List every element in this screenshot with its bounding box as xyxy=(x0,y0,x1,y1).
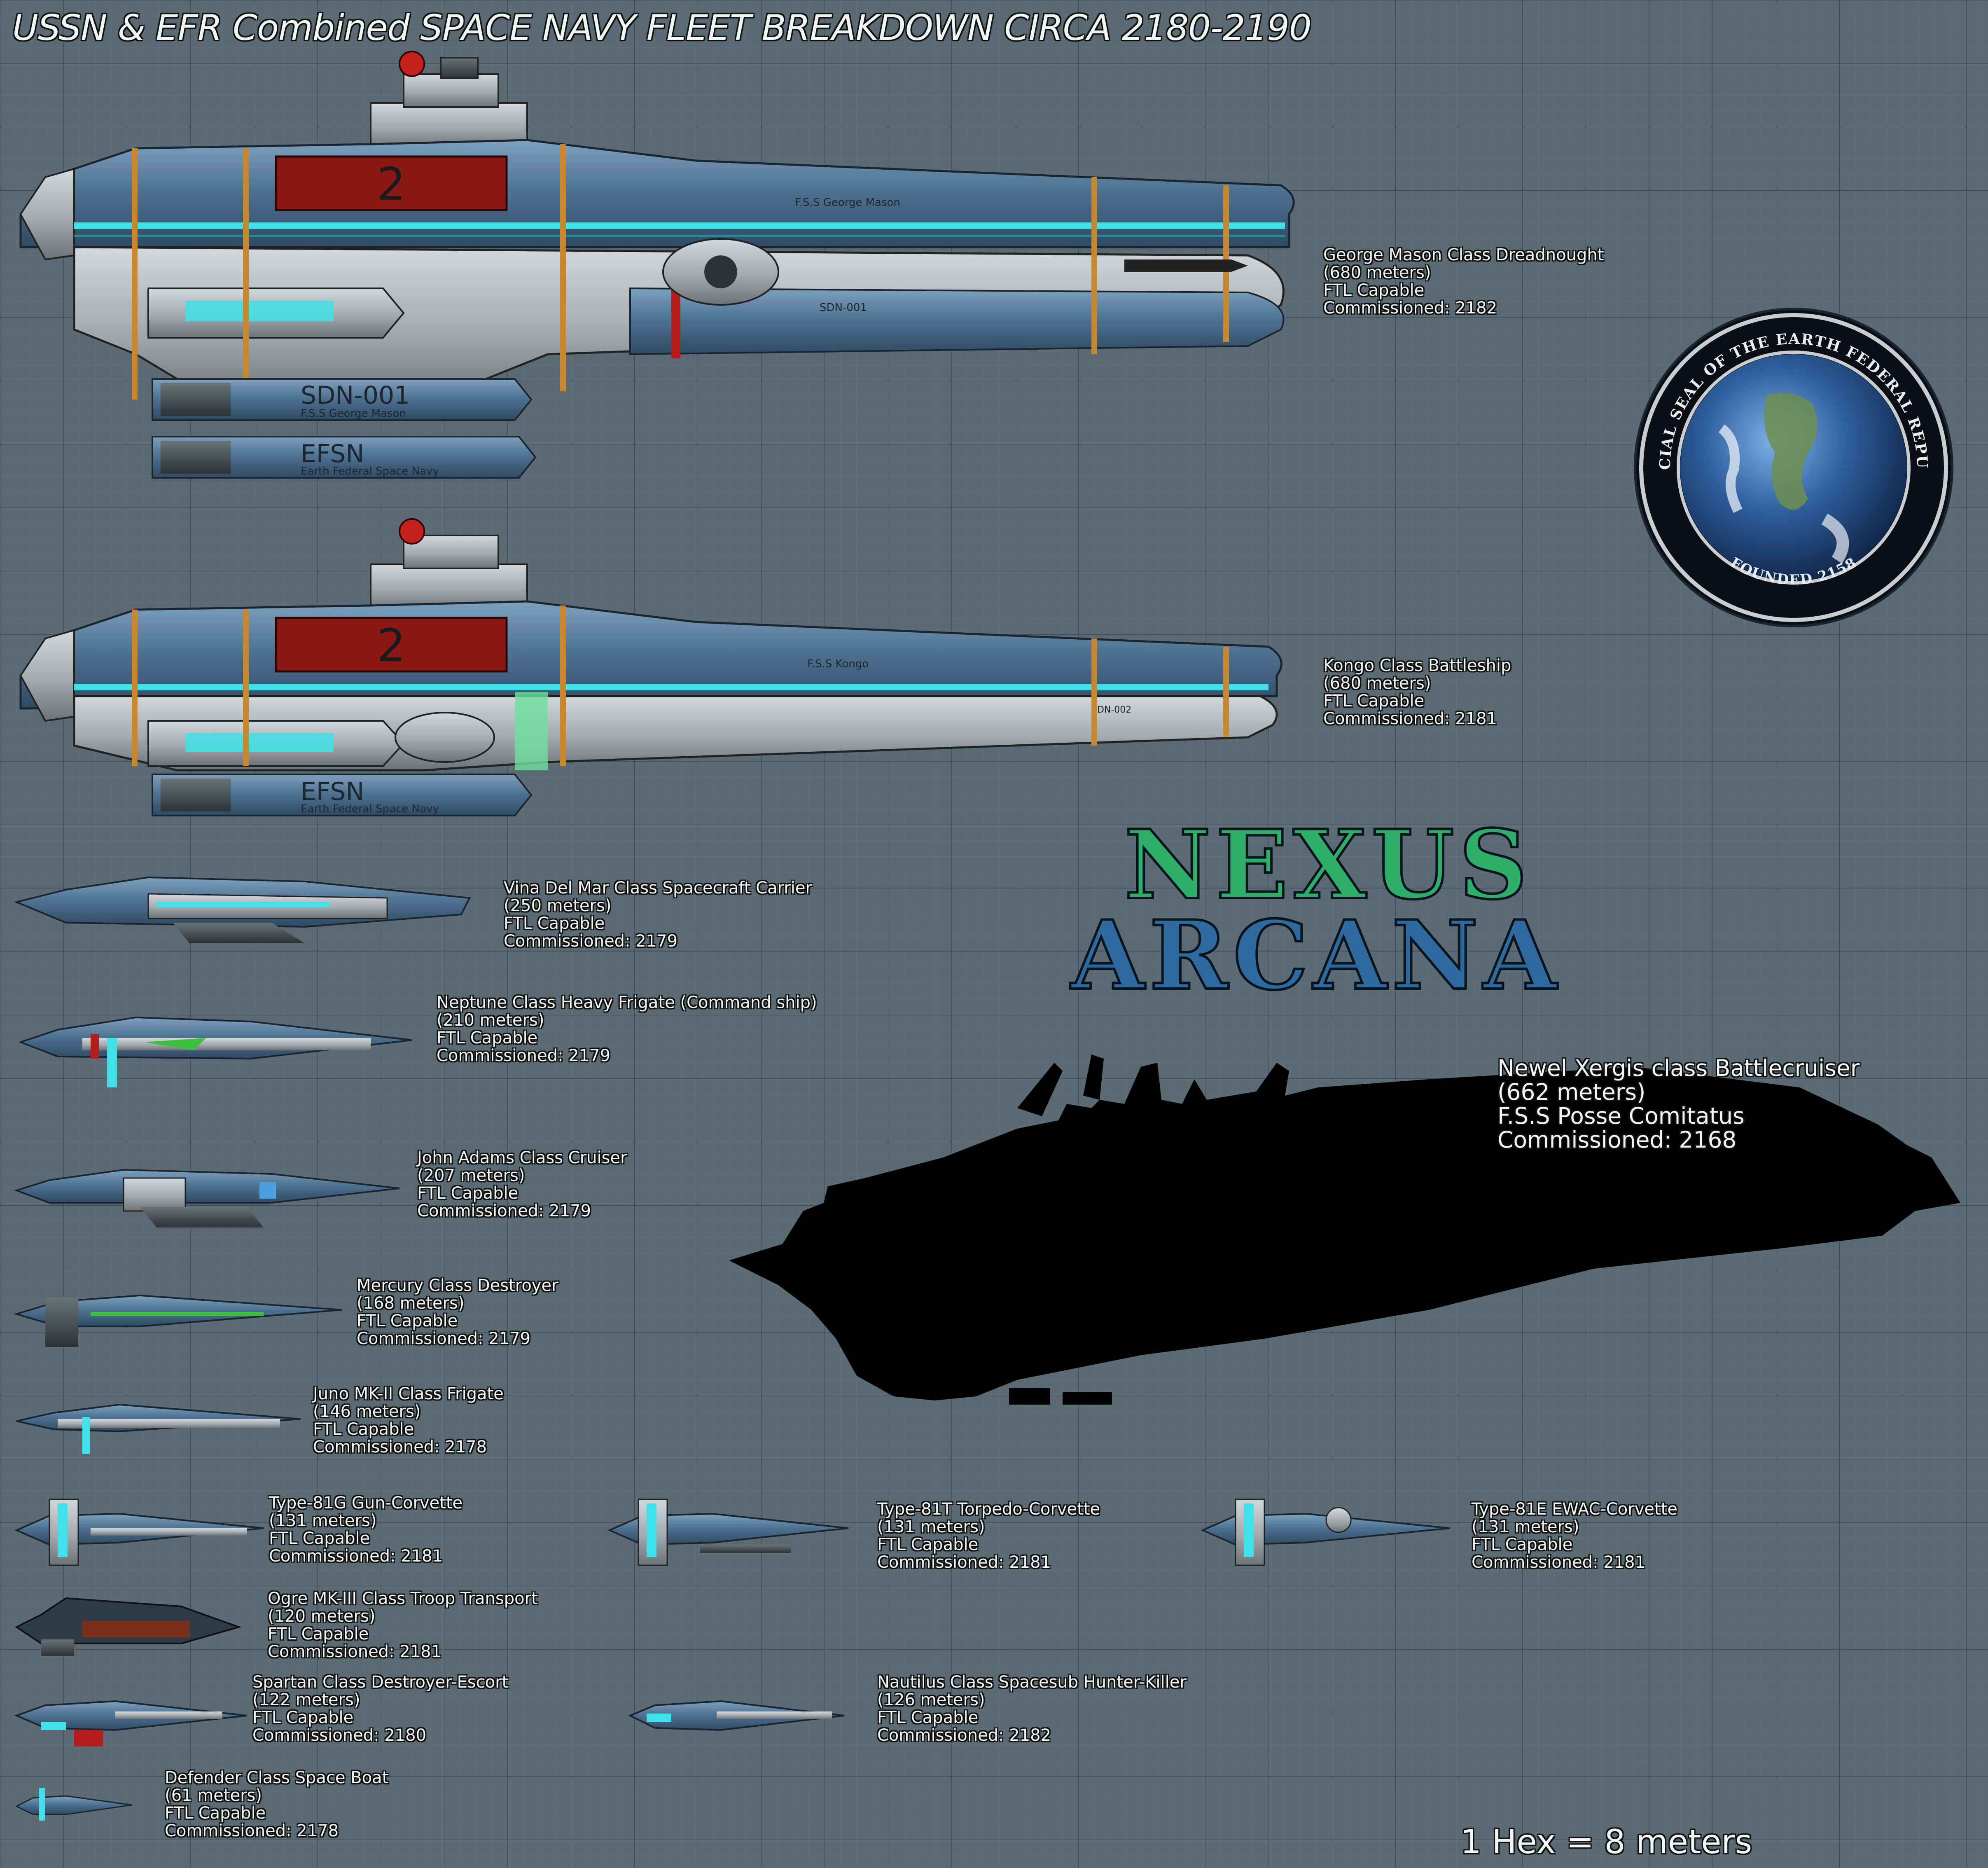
ship-type-81g-corvette xyxy=(14,1491,264,1569)
logo-nexus: NEXUS xyxy=(1123,809,1532,921)
ship-label-neptune: Neptune Class Heavy Frigate (Command shi… xyxy=(437,993,817,1065)
ship-john-adams-cruiser xyxy=(14,1137,400,1236)
kongo-name-marking: F.S.S Kongo xyxy=(807,658,869,670)
ship-label-kongo: Kongo Class Battleship(680 meters)FTL Ca… xyxy=(1323,656,1511,728)
ship-label-type-81t: Type-81T Torpedo-Corvette(131 meters)FTL… xyxy=(877,1500,1100,1572)
ship-spartan-destroyer-escort xyxy=(14,1676,248,1751)
ship-label-nautilus: Nautilus Class Spacesub Hunter-Killer(12… xyxy=(877,1673,1187,1745)
ship-label-defender: Defender Class Space Boat(61 meters)FTL … xyxy=(165,1768,389,1840)
ship-nautilus-spacesub xyxy=(628,1676,845,1751)
ship-label-spartan: Spartan Class Destroyer-Escort(122 meter… xyxy=(252,1673,509,1745)
ship-label-juno: Juno MK-II Class Frigate(146 meters)FTL … xyxy=(313,1384,504,1457)
ship-label-ogre: Ogre MK-III Class Troop Transport(120 me… xyxy=(268,1589,538,1661)
ship-label-mercury: Mercury Class Destroyer(168 meters)FTL C… xyxy=(357,1276,558,1348)
ship-neptune-heavy-frigate xyxy=(18,989,412,1096)
dreadnought-id-marking: SDN-001 xyxy=(820,302,867,314)
ship-label-newel-xergis: Newel Xergis class Battlecruiser(662 met… xyxy=(1497,1055,1860,1153)
dreadnought-pod-name-marking: F.S.S George Mason xyxy=(301,407,406,420)
dreadnought-efsn-marking: EFSN xyxy=(301,440,364,468)
ship-label-john-adams: John Adams Class Cruiser(207 meters)FTL … xyxy=(417,1148,627,1220)
ship-ogre-troop-transport xyxy=(15,1582,242,1664)
ship-george-mason-dreadnought: 2 F.S.S George Mason SDN-001 SDN-001 F.S… xyxy=(12,41,1306,519)
dreadnought-efsn-full-marking: Earth Federal Space Navy xyxy=(301,465,439,477)
battlecruiser-silhouette xyxy=(729,1054,1969,1427)
kongo-efsn-full-marking: Earth Federal Space Navy xyxy=(301,803,439,815)
ship-label-vina-del-mar: Vina Del Mar Class Spacecraft Carrier(25… xyxy=(504,879,812,951)
ship-label-george-mason: George Mason Class Dreadnought(680 meter… xyxy=(1323,245,1604,318)
ship-type-81e-corvette xyxy=(1201,1491,1450,1569)
hull-number-marking: 2 xyxy=(377,158,406,210)
logo-arcana: ARCANA xyxy=(1070,900,1562,1011)
earth-federal-seal: OFFICIAL SEAL OF THE EARTH FEDERAL REPUB… xyxy=(1624,291,1956,630)
ship-mercury-destroyer xyxy=(14,1273,342,1355)
scale-note: 1 Hex = 8 meters xyxy=(1460,1823,1752,1861)
ship-juno-frigate xyxy=(16,1384,301,1458)
ship-label-type-81e: Type-81E EWAC-Corvette(131 meters)FTL Ca… xyxy=(1472,1500,1677,1572)
dreadnought-name-marking: F.S.S George Mason xyxy=(795,196,900,209)
ship-label-type-81g: Type-81G Gun-Corvette(131 meters)FTL Cap… xyxy=(269,1494,463,1566)
dreadnought-pod-id-marking: SDN-001 xyxy=(301,381,410,410)
ship-defender-space-boat xyxy=(15,1779,132,1829)
kongo-id-marking: SDN-002 xyxy=(1091,705,1131,715)
kongo-hull-number-marking: 2 xyxy=(377,619,406,672)
page-title: USSN & EFR Combined SPACE NAVY FLEET BRE… xyxy=(12,7,1312,49)
ship-type-81t-corvette xyxy=(607,1491,849,1569)
ship-kongo-battleship: 2 F.S.S Kongo SDN-002 EFSN Earth Federal… xyxy=(12,515,1289,844)
ship-vina-del-mar-carrier xyxy=(14,861,474,956)
kongo-efsn-marking: EFSN xyxy=(301,777,364,806)
